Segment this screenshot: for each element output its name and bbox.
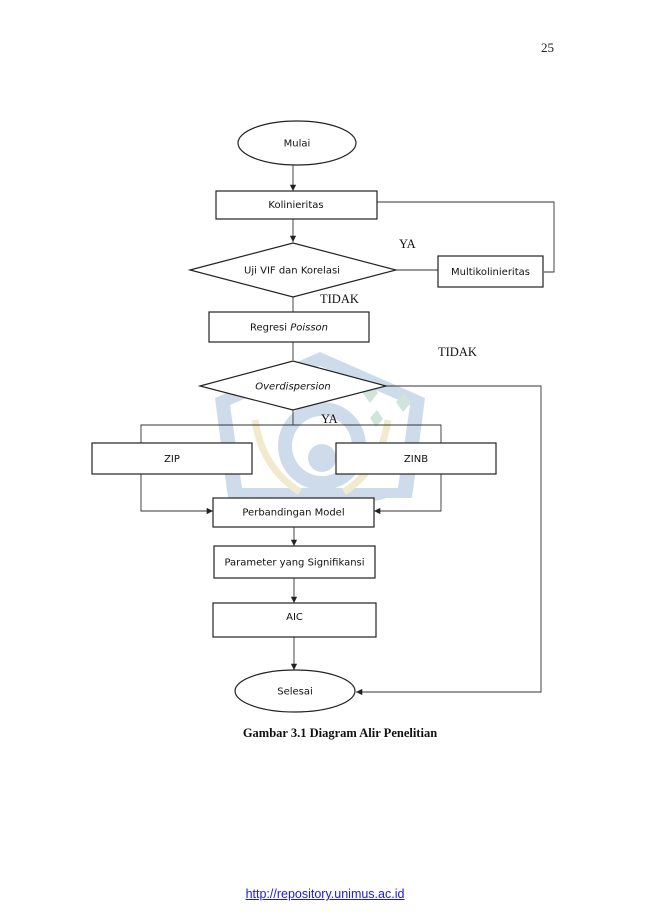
node-zinb: ZINB: [335, 442, 497, 475]
node-poisson-regression: Regresi Poisson: [208, 311, 370, 343]
figure-caption: Gambar 3.1 Diagram Alir Penelitian: [242, 726, 438, 740]
label-ya-vif: YA: [399, 237, 416, 251]
repository-link[interactable]: http://repository.unimus.ac.id: [245, 887, 405, 901]
node-poisson-regression-label: Regresi Poisson: [250, 323, 328, 334]
node-significant-parameters-label: Parameter yang Signifikansi: [224, 558, 364, 569]
node-aic-label: AIC: [286, 612, 303, 623]
node-zip: ZIP: [91, 442, 253, 475]
node-multicollinearity-label: Multikolinieritas: [451, 267, 530, 278]
label-tidak-vif: TIDAK: [320, 292, 359, 306]
page-number: 25: [541, 40, 554, 55]
node-overdispersion-label: Overdispersion: [255, 382, 330, 393]
poisson-regression-italic: Poisson: [290, 323, 328, 334]
flowchart-edges: [140, 165, 555, 696]
node-overdispersion: Overdispersion: [197, 360, 389, 411]
node-start-label: Mulai: [284, 139, 311, 150]
node-zip-label: ZIP: [164, 454, 180, 465]
node-multicollinearity: Multikolinieritas: [437, 255, 544, 288]
node-model-comparison: Perbandingan Model: [212, 497, 375, 528]
node-model-comparison-label: Perbandingan Model: [242, 508, 344, 519]
node-collinearity-label: Kolinieritas: [268, 200, 323, 211]
node-vif-test: Uji VIF dan Korelasi: [187, 242, 399, 298]
node-vif-test-label: Uji VIF dan Korelasi: [244, 266, 340, 277]
node-end-label: Selesai: [277, 687, 313, 698]
node-start: Mulai: [237, 120, 357, 166]
node-significant-parameters: Parameter yang Signifikansi: [213, 545, 376, 579]
poisson-regression-prefix: Regresi: [250, 323, 290, 334]
label-ya-overdispersion: YA: [321, 412, 338, 426]
node-collinearity: Kolinieritas: [215, 190, 378, 220]
node-end: Selesai: [234, 669, 356, 713]
node-zinb-label: ZINB: [404, 454, 428, 465]
label-tidak-overdispersion: TIDAK: [438, 345, 477, 359]
node-aic: AIC: [212, 602, 377, 638]
